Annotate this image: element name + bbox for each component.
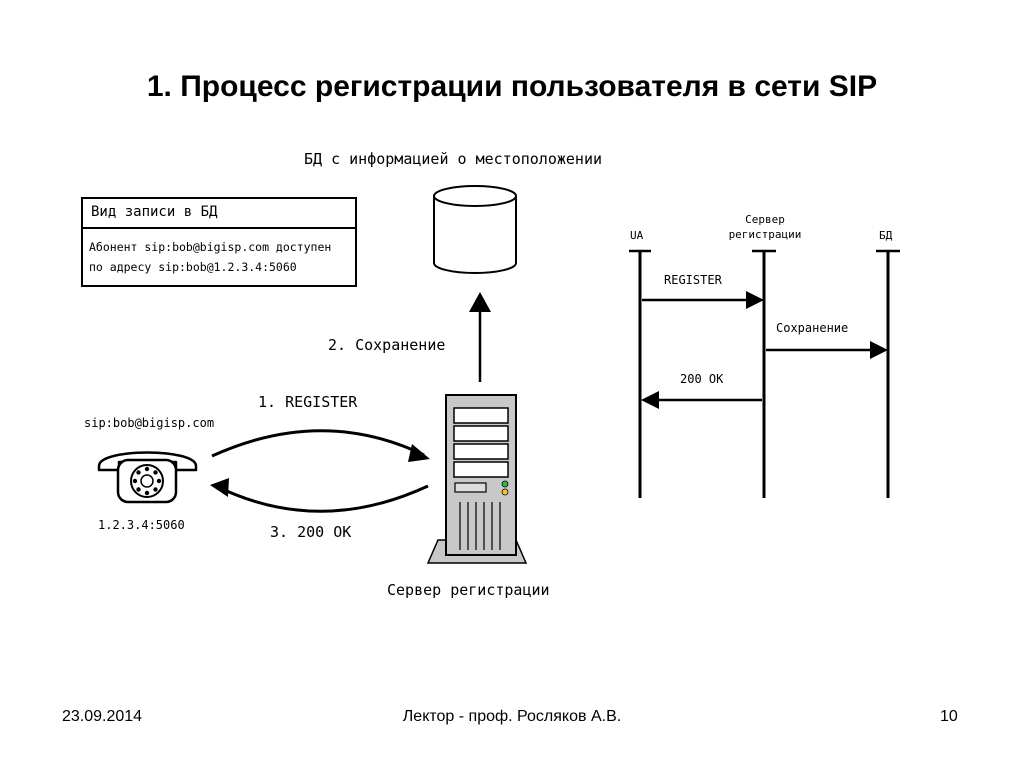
footer-lecturer: Лектор - проф. Росляков А.В. (402, 708, 622, 725)
participant-server-label-line1: Сервер (745, 213, 785, 226)
phone-uri-label: sip:bob@bigisp.com (84, 416, 215, 430)
msg-store-arrow (766, 341, 888, 359)
participant-server-label-line2: регистрации (728, 228, 802, 241)
msg-register-label: REGISTER (664, 273, 722, 287)
msg-ok-label: 200 OK (680, 372, 724, 386)
db-record-line-2: по адресу sip:bob@1.2.3.4:5060 (89, 260, 297, 274)
db-record-line-1: Абонент sip:bob@bigisp.com доступен (89, 240, 332, 254)
footer-date: 23.09.2014 (62, 708, 143, 725)
database-cylinder-icon (433, 185, 517, 274)
server-tower-icon (426, 394, 528, 564)
phone-address-label: 1.2.3.4:5060 (98, 518, 185, 532)
db-label: БД с информацией о местоположении (304, 150, 603, 168)
lifeline-db (876, 249, 900, 498)
db-record-header: Вид записи в БД (83, 199, 355, 229)
page-number: 10 (940, 708, 958, 725)
slide-title: 1. Процесс регистрации пользователя в се… (146, 70, 878, 103)
msg-ok-arrow (641, 391, 762, 409)
participant-db-label: БД (879, 229, 893, 242)
participant-server-label: Сервер регистрации (720, 212, 810, 242)
step2-label: 2. Сохранение (328, 336, 446, 354)
lifeline-server (752, 249, 776, 498)
participant-ua-label: UA (630, 229, 644, 242)
register-arrow (211, 429, 430, 462)
server-label: Сервер регистрации (387, 581, 550, 599)
store-arrow (469, 292, 491, 382)
msg-store-label: Сохранение (776, 321, 849, 335)
step1-label: 1. REGISTER (258, 393, 358, 411)
ok-response-arrow (210, 478, 429, 513)
msg-register-arrow (642, 291, 764, 309)
step3-label: 3. 200 OK (270, 523, 352, 541)
lifeline-ua (629, 249, 651, 498)
telephone-icon (97, 451, 198, 504)
db-record-box: Вид записи в БД Абонент sip:bob@bigisp.c… (81, 197, 357, 287)
